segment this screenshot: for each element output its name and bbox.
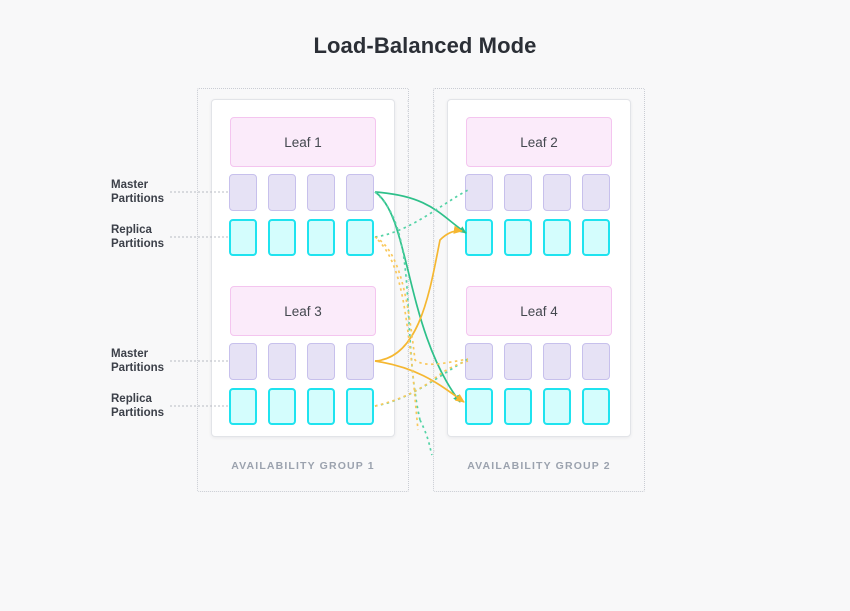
replica-partition[interactable]	[543, 219, 571, 256]
replica-partition[interactable]	[268, 388, 296, 425]
leaf-node-1-label: Leaf 1	[284, 134, 322, 150]
leaf-node-4[interactable]: Leaf 4	[466, 286, 612, 336]
replica-partition[interactable]	[268, 219, 296, 256]
replica-partition[interactable]	[582, 219, 610, 256]
label-line-1: Replica	[111, 393, 152, 405]
label-replica-partitions-leaf1: Replica Partitions	[111, 224, 206, 251]
master-partition[interactable]	[268, 343, 296, 380]
replica-partition[interactable]	[543, 388, 571, 425]
master-partition[interactable]	[346, 343, 374, 380]
master-partition[interactable]	[504, 343, 532, 380]
replica-partition[interactable]	[346, 219, 374, 256]
master-partition[interactable]	[582, 174, 610, 211]
replica-partition[interactable]	[465, 219, 493, 256]
master-partition[interactable]	[465, 343, 493, 380]
leaf-node-3-label: Leaf 3	[284, 303, 322, 319]
master-partition[interactable]	[543, 174, 571, 211]
leaf-node-4-label: Leaf 4	[520, 303, 558, 319]
replica-partition[interactable]	[307, 388, 335, 425]
page-title: Load-Balanced Mode	[313, 33, 537, 58]
replica-partition[interactable]	[465, 388, 493, 425]
gap-guides	[407, 100, 435, 455]
label-line-2: Partitions	[111, 192, 165, 205]
label-line-1: Replica	[111, 224, 152, 236]
leaf-node-2-label: Leaf 2	[520, 134, 558, 150]
label-line-2: Partitions	[111, 237, 165, 250]
availability-group-2-label: AVAILABILITY GROUP 2	[467, 460, 611, 472]
replica-partition[interactable]	[582, 388, 610, 425]
leaf-node-3[interactable]: Leaf 3	[230, 286, 376, 336]
replica-partition[interactable]	[346, 388, 374, 425]
label-line-1: Master	[111, 179, 149, 191]
master-partition[interactable]	[307, 174, 335, 211]
master-partition[interactable]	[465, 174, 493, 211]
master-partition[interactable]	[346, 174, 374, 211]
replica-partition[interactable]	[307, 219, 335, 256]
replica-partition[interactable]	[229, 219, 257, 256]
replica-partition[interactable]	[504, 388, 532, 425]
leaf-node-2[interactable]: Leaf 2	[466, 117, 612, 167]
label-master-partitions-leaf3: Master Partitions	[111, 348, 206, 375]
master-partition[interactable]	[543, 343, 571, 380]
master-partition[interactable]	[268, 174, 296, 211]
master-partition[interactable]	[229, 174, 257, 211]
master-partition[interactable]	[229, 343, 257, 380]
label-line-2: Partitions	[111, 361, 165, 374]
label-line-1: Master	[111, 348, 149, 360]
replica-partition[interactable]	[504, 219, 532, 256]
master-partition[interactable]	[582, 343, 610, 380]
label-master-partitions-leaf1: Master Partitions	[111, 179, 206, 206]
master-partition[interactable]	[307, 343, 335, 380]
label-replica-partitions-leaf3: Replica Partitions	[111, 393, 206, 420]
leaf-node-1[interactable]: Leaf 1	[230, 117, 376, 167]
availability-group-1-label: AVAILABILITY GROUP 1	[231, 460, 375, 472]
label-line-2: Partitions	[111, 406, 165, 419]
master-partition[interactable]	[504, 174, 532, 211]
replica-partition[interactable]	[229, 388, 257, 425]
